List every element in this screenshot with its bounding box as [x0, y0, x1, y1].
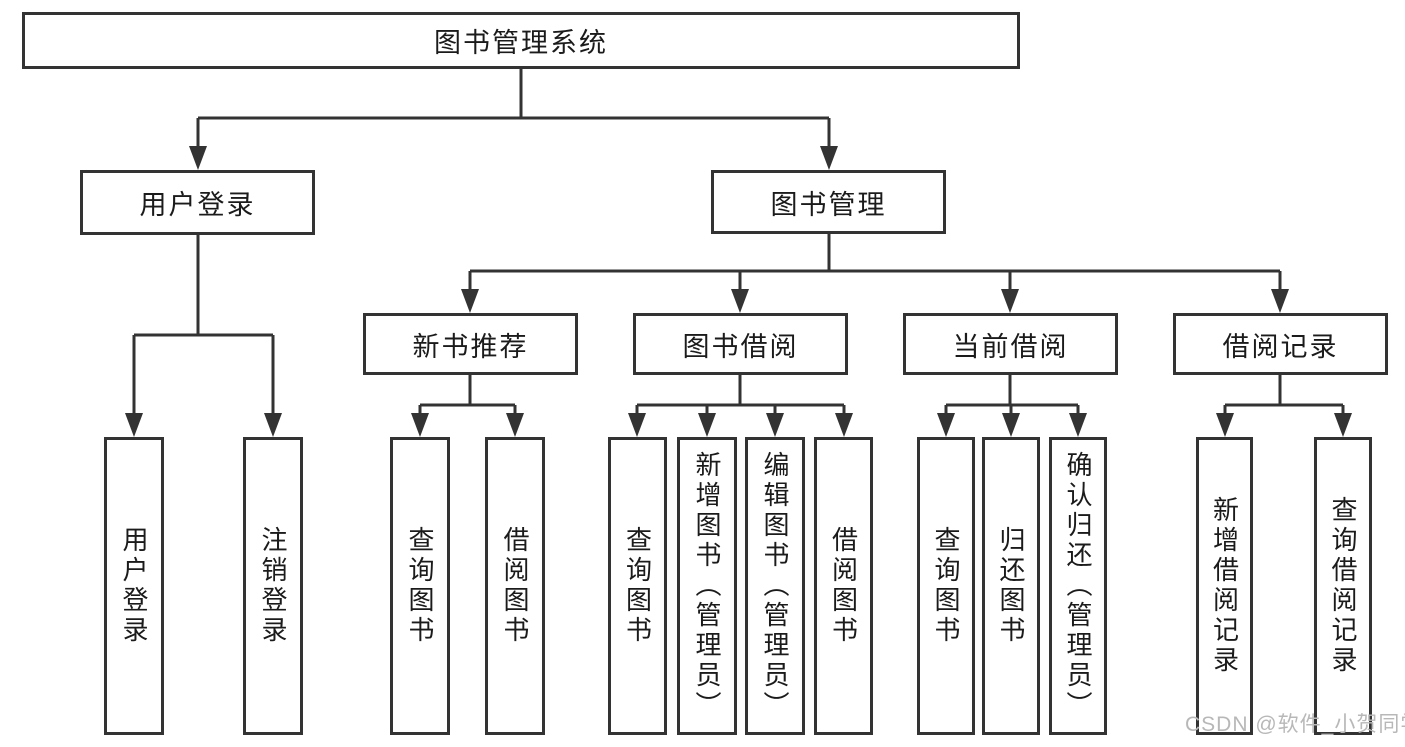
leaf-label: 新增图书（管理员） — [692, 451, 722, 721]
leaf-borrow-book-recommend: 借阅图书 — [485, 437, 545, 735]
node-borrow-records: 借阅记录 — [1173, 313, 1388, 375]
leaf-query-book-recommend: 查询图书 — [390, 437, 450, 735]
leaf-label: 编辑图书（管理员） — [760, 451, 790, 721]
leaf-label: 用户登录 — [119, 526, 149, 646]
leaf-edit-book-admin: 编辑图书（管理员） — [745, 437, 805, 735]
leaf-confirm-return-admin: 确认归还（管理员） — [1049, 437, 1107, 735]
leaf-return-book: 归还图书 — [982, 437, 1040, 735]
leaf-user-login: 用户登录 — [104, 437, 164, 735]
leaf-label: 注销登录 — [258, 526, 288, 646]
node-current-borrow: 当前借阅 — [903, 313, 1118, 375]
leaf-borrow-book: 借阅图书 — [814, 437, 873, 735]
leaf-label: 查询图书 — [405, 526, 435, 646]
leaf-label: 归还图书 — [996, 526, 1026, 646]
leaf-label: 查询图书 — [622, 526, 653, 646]
leaf-label: 借阅图书 — [828, 526, 859, 646]
leaf-label: 查询借阅记录 — [1328, 496, 1358, 676]
node-library-management-system: 图书管理系统 — [22, 12, 1020, 69]
leaf-query-borrow-record: 查询借阅记录 — [1314, 437, 1372, 735]
leaf-query-book-current: 查询图书 — [917, 437, 975, 735]
csdn-watermark: CSDN @软件_小贺同学 — [1185, 713, 1405, 736]
leaf-add-borrow-record: 新增借阅记录 — [1196, 437, 1253, 735]
leaf-query-book-borrow: 查询图书 — [608, 437, 667, 735]
leaf-label: 查询图书 — [931, 526, 961, 646]
node-user-login: 用户登录 — [80, 170, 315, 235]
node-book-management: 图书管理 — [711, 170, 946, 234]
leaf-add-book-admin: 新增图书（管理员） — [677, 437, 737, 735]
leaf-label: 借阅图书 — [500, 526, 530, 646]
node-book-borrow: 图书借阅 — [633, 313, 848, 375]
node-new-book-recommend: 新书推荐 — [363, 313, 578, 375]
leaf-logout: 注销登录 — [243, 437, 303, 735]
leaf-label: 确认归还（管理员） — [1063, 451, 1093, 721]
leaf-label: 新增借阅记录 — [1209, 496, 1240, 676]
